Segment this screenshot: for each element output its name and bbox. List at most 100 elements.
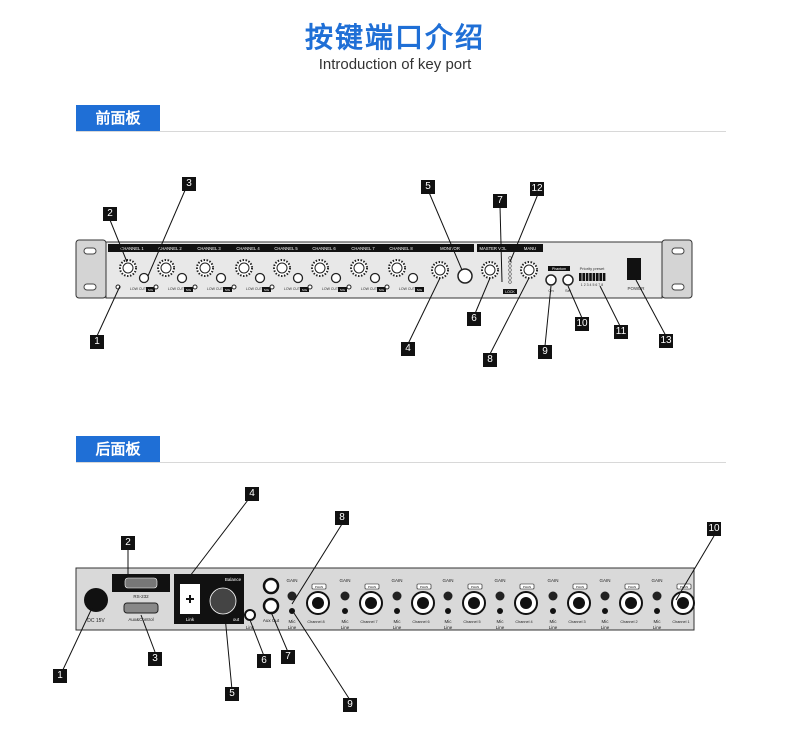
channel-label-8: CHANNEL 8 <box>389 246 413 251</box>
channel-2-lowcut-button[interactable] <box>176 272 188 284</box>
rear-ch6-mic-line-switch[interactable] <box>550 608 556 614</box>
channel-8-sig-label: SIG <box>417 288 423 292</box>
rear-ch6-gain-label: GAIN <box>547 578 558 583</box>
rear-ch3-mic-label: Mic <box>394 619 402 624</box>
balance-out-port[interactable] <box>209 587 237 615</box>
channel-3-sig-badge <box>223 287 232 292</box>
rear-ch4-mic-line-switch[interactable] <box>445 608 451 614</box>
channel-3-gain-knob-cap <box>199 262 211 274</box>
monitor-label: MONITOR <box>440 246 460 251</box>
dc-jack[interactable] <box>84 588 108 612</box>
channel-8-lowcut-button[interactable] <box>407 272 419 284</box>
rear-callout-5: 5 <box>225 687 239 701</box>
channel-label-6: CHANNEL 6 <box>312 246 336 251</box>
meter-led <box>508 272 512 276</box>
channel-7-lowcut-button[interactable] <box>369 272 381 284</box>
manu-knob-cap <box>523 264 535 276</box>
rear-callout-4: 4 <box>245 487 259 501</box>
front-callout-10: 10 <box>575 317 589 331</box>
aux-out-rca-top[interactable] <box>262 577 280 595</box>
channel-5-sig-led <box>269 284 275 290</box>
meter-led <box>508 268 512 272</box>
front-callout-1: 1 <box>90 335 104 349</box>
priority-dip-2[interactable] <box>582 273 585 281</box>
rear-ch7-channel-name: Channel 2 <box>620 620 637 624</box>
channel-8-lowcut-label: LOW CUT <box>399 287 416 291</box>
power-switch[interactable] <box>627 258 641 280</box>
priority-dip-4[interactable] <box>589 273 592 281</box>
priority-dip-7[interactable] <box>599 273 602 281</box>
channel-1-sig-badge <box>146 287 155 292</box>
rear-ch6-gain-knob[interactable] <box>548 591 558 601</box>
channel-7-sig-led <box>346 284 352 290</box>
dc-label: DC 15V <box>87 618 105 624</box>
rs232-label: RS-232 <box>133 594 149 599</box>
front-callout-7: 7 <box>493 194 507 208</box>
rear-ch2-mic-line-switch[interactable] <box>342 608 348 614</box>
rear-ch7-mic-line-switch[interactable] <box>602 608 608 614</box>
rear-ch4-channel-name: Channel 5 <box>463 620 480 624</box>
aux-out-rca-bottom[interactable] <box>262 597 280 615</box>
rear-ch5-gain-knob[interactable] <box>495 591 505 601</box>
rear-ch4-xlr-inner <box>468 597 480 609</box>
front-right-ear-slot-bottom <box>671 283 685 291</box>
rear-ch4-mic-label: Mic <box>445 619 453 624</box>
rear-section-line <box>76 462 726 463</box>
rear-ch2-gain-knob[interactable] <box>340 591 350 601</box>
aux-control-port[interactable] <box>123 602 159 614</box>
phantom-set-button[interactable] <box>562 274 574 286</box>
rear-ch4-phan-label: PHAN <box>471 585 479 589</box>
rear-ch8-mic-line-switch[interactable] <box>654 608 660 614</box>
meter-led <box>508 264 512 268</box>
front-section-line <box>76 131 726 132</box>
priority-dip-8[interactable] <box>602 273 606 281</box>
priority-dip-1[interactable] <box>579 273 582 281</box>
monitor-knob-cap <box>434 264 446 276</box>
front-left-ear-slot-bottom <box>83 283 97 291</box>
rear-ch4-gain-knob[interactable] <box>443 591 453 601</box>
rear-ch8-channel-name: Channel 1 <box>672 620 689 624</box>
channel-7-lowcut-label: LOW CUT <box>361 287 378 291</box>
rear-ch1-gain-knob[interactable] <box>287 591 297 601</box>
level-meter <box>508 256 512 284</box>
channel-5-lowcut-button[interactable] <box>292 272 304 284</box>
priority-dip-5[interactable] <box>592 273 596 281</box>
rear-ch3-gain-knob[interactable] <box>392 591 402 601</box>
power-label: POWER <box>627 286 645 291</box>
front-callout-9: 9 <box>538 345 552 359</box>
rear-ch3-phan-label: PHAN <box>420 585 428 589</box>
headphone-jack[interactable] <box>457 268 473 284</box>
rear-callout-7: 7 <box>281 650 295 664</box>
channel-5-gain-knob-cap <box>276 262 288 274</box>
channel-3-lowcut-label: LOW CUT <box>207 287 224 291</box>
rear-callout-8: 8 <box>335 511 349 525</box>
channel-label-3: CHANNEL 3 <box>197 246 221 251</box>
channel-1-lowcut-button[interactable] <box>138 272 150 284</box>
manu-label: MANU <box>524 246 536 251</box>
front-callout-12: 12 <box>530 182 544 196</box>
channel-4-lowcut-button[interactable] <box>254 272 266 284</box>
channel-2-sig-label: SIG <box>186 288 192 292</box>
rear-ch7-line-label: Line <box>601 625 610 630</box>
channel-4-gain-knob-cap <box>238 262 250 274</box>
channel-7-gain-knob-cap <box>353 262 365 274</box>
phantom-on-button[interactable] <box>545 274 557 286</box>
rear-ch5-mic-line-switch[interactable] <box>497 608 503 614</box>
channel-2-gain-knob-cap <box>160 262 172 274</box>
rear-ch5-channel-name: Channel 4 <box>515 620 532 624</box>
channel-4-sig-led <box>231 284 237 290</box>
channel-3-lowcut-button[interactable] <box>215 272 227 284</box>
priority-dip-6[interactable] <box>596 273 599 281</box>
channel-label-7: CHANNEL 7 <box>351 246 375 251</box>
priority-dip-3[interactable] <box>585 273 589 281</box>
rear-ch7-gain-knob[interactable] <box>600 591 610 601</box>
link-jack[interactable] <box>244 609 256 621</box>
rear-ch8-line-label: Line <box>653 625 662 630</box>
priority-dip-switch[interactable] <box>579 273 606 281</box>
rear-ch8-gain-knob[interactable] <box>652 591 662 601</box>
rear-callout-6: 6 <box>257 654 271 668</box>
channel-6-lowcut-button[interactable] <box>330 272 342 284</box>
rear-ch8-mic-label: Mic <box>654 619 662 624</box>
rear-ch3-mic-line-switch[interactable] <box>394 608 400 614</box>
out-label: out <box>233 617 240 622</box>
